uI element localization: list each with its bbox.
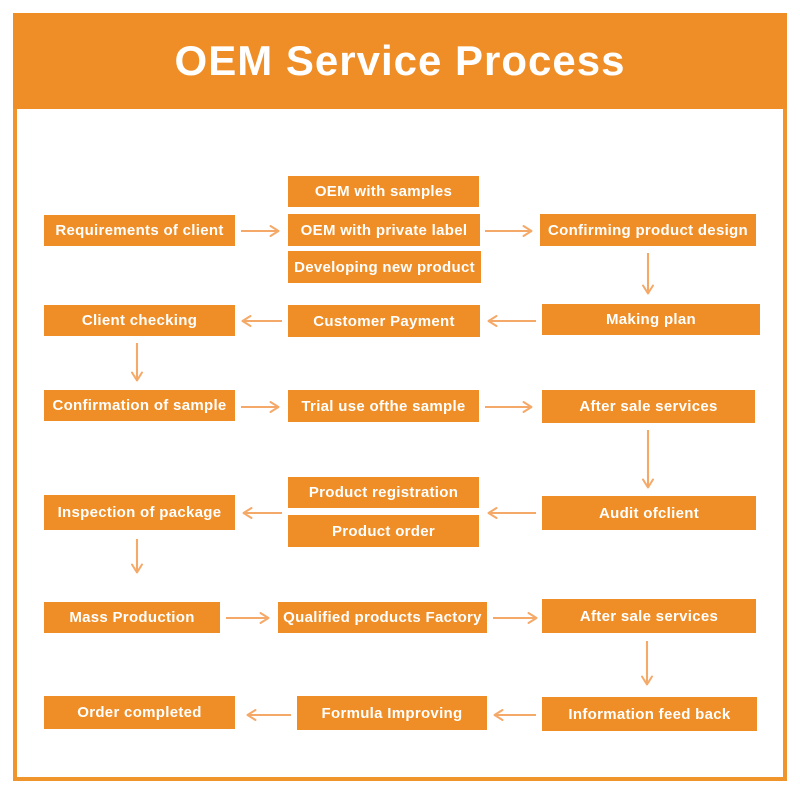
node-oem-with-samples: OEM with samples [288, 176, 479, 207]
node-after-sale-services-1: After sale services [542, 390, 755, 423]
node-inspection-of-package: Inspection of package [44, 495, 235, 530]
node-trial-use-of-the-sample: Trial use ofthe sample [288, 390, 479, 422]
node-client-checking: Client checking [44, 305, 235, 336]
node-order-completed: Order completed [44, 696, 235, 729]
node-oem-with-private-label: OEM with private label [288, 214, 480, 246]
node-formula-improving: Formula Improving [297, 696, 487, 730]
node-after-sale-services-2: After sale services [542, 599, 756, 633]
node-information-feed-back: Information feed back [542, 697, 757, 731]
node-confirmation-of-sample: Confirmation of sample [44, 390, 235, 421]
node-qualified-products-factory: Qualified products Factory [278, 602, 487, 633]
node-developing-new-product: Developing new product [288, 251, 481, 283]
node-confirming-product-design: Confirming product design [540, 214, 756, 246]
header-banner: OEM Service Process [13, 13, 787, 109]
node-requirements-of-client: Requirements of client [44, 215, 235, 246]
node-product-order: Product order [288, 515, 479, 547]
node-audit-of-client: Audit ofclient [542, 496, 756, 530]
node-making-plan: Making plan [542, 304, 760, 335]
node-customer-payment: Customer Payment [288, 305, 480, 337]
node-product-registration: Product registration [288, 477, 479, 508]
node-mass-production: Mass Production [44, 602, 220, 633]
page-title: OEM Service Process [174, 37, 626, 84]
